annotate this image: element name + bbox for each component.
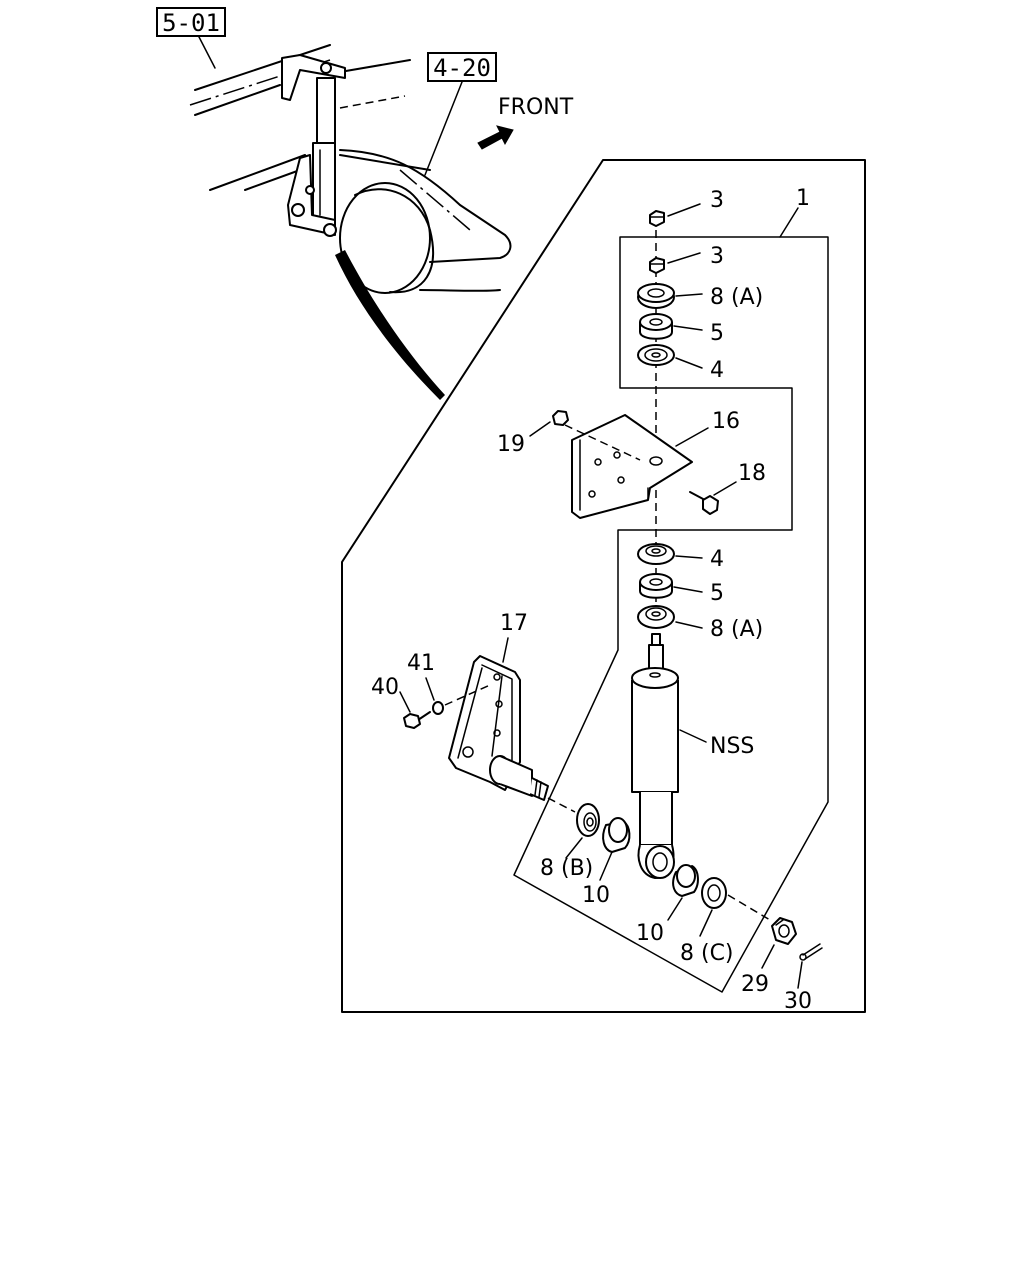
- callout-4-top: 4: [710, 358, 724, 383]
- overview-shock: [316, 77, 336, 144]
- callout-29: 29: [741, 972, 769, 997]
- callout-1: 1: [796, 186, 810, 211]
- bushing-8a-bottom: [637, 605, 675, 629]
- callout-30: 30: [784, 989, 812, 1014]
- callout-8b: 8 (B): [540, 856, 593, 881]
- washer-4-bottom: [637, 543, 675, 565]
- leaf-spring: [335, 250, 445, 400]
- nut-3-lower: [649, 257, 665, 274]
- rubber-5-bottom: [639, 573, 673, 599]
- callout-41: 41: [407, 651, 435, 676]
- mounting-stud: [489, 755, 549, 801]
- assembly-outline: [513, 236, 829, 993]
- bushing-8c: [701, 877, 727, 909]
- wheel-hub: [339, 182, 431, 294]
- nut-19: [552, 410, 569, 426]
- bracket-16: [571, 414, 693, 519]
- callout-18: 18: [738, 461, 766, 486]
- callout-16: 16: [712, 409, 740, 434]
- callout-10-right: 10: [636, 921, 664, 946]
- callout-10-left: 10: [582, 883, 610, 908]
- sleeve-10-right: [672, 864, 699, 897]
- nut-3-top: [649, 210, 665, 227]
- bushing-8a-top: [637, 283, 675, 309]
- callout-17: 17: [500, 611, 528, 636]
- bushing-8b: [576, 803, 600, 837]
- callout-8a-top: 8 (A): [710, 285, 763, 310]
- shock-absorber-nss: [631, 633, 679, 879]
- callout-3-lower: 3: [710, 244, 724, 269]
- callout-4-bottom: 4: [710, 547, 724, 572]
- callout-19: 19: [497, 432, 525, 457]
- callout-8c: 8 (C): [680, 941, 734, 966]
- ref-5-01-text: 5-01: [162, 9, 220, 37]
- chassis-overview: [189, 34, 512, 400]
- washer-4-top: [637, 344, 675, 366]
- bolt-18: [689, 491, 719, 515]
- ref-4-20-text: 4-20: [433, 54, 491, 82]
- ref-box-5-01: [156, 7, 226, 37]
- callout-8a-bottom: 8 (A): [710, 617, 763, 642]
- rubber-5-top: [639, 313, 673, 340]
- front-label: FRONT: [498, 95, 574, 120]
- detail-frame: [341, 159, 866, 1013]
- sleeve-10-left: [602, 817, 631, 853]
- callout-3-top: 3: [710, 188, 724, 213]
- callout-nss: NSS: [710, 734, 754, 759]
- castle-nut-29: [771, 917, 797, 945]
- callout-5-bottom: 5: [710, 581, 724, 606]
- ref-box-4-20: [427, 52, 497, 82]
- callout-5-top: 5: [710, 321, 724, 346]
- callout-40: 40: [371, 675, 399, 700]
- washer-41: [432, 701, 444, 715]
- cotter-pin-30: [799, 943, 823, 961]
- bolt-40: [403, 711, 431, 729]
- front-arrow-icon: [477, 125, 514, 150]
